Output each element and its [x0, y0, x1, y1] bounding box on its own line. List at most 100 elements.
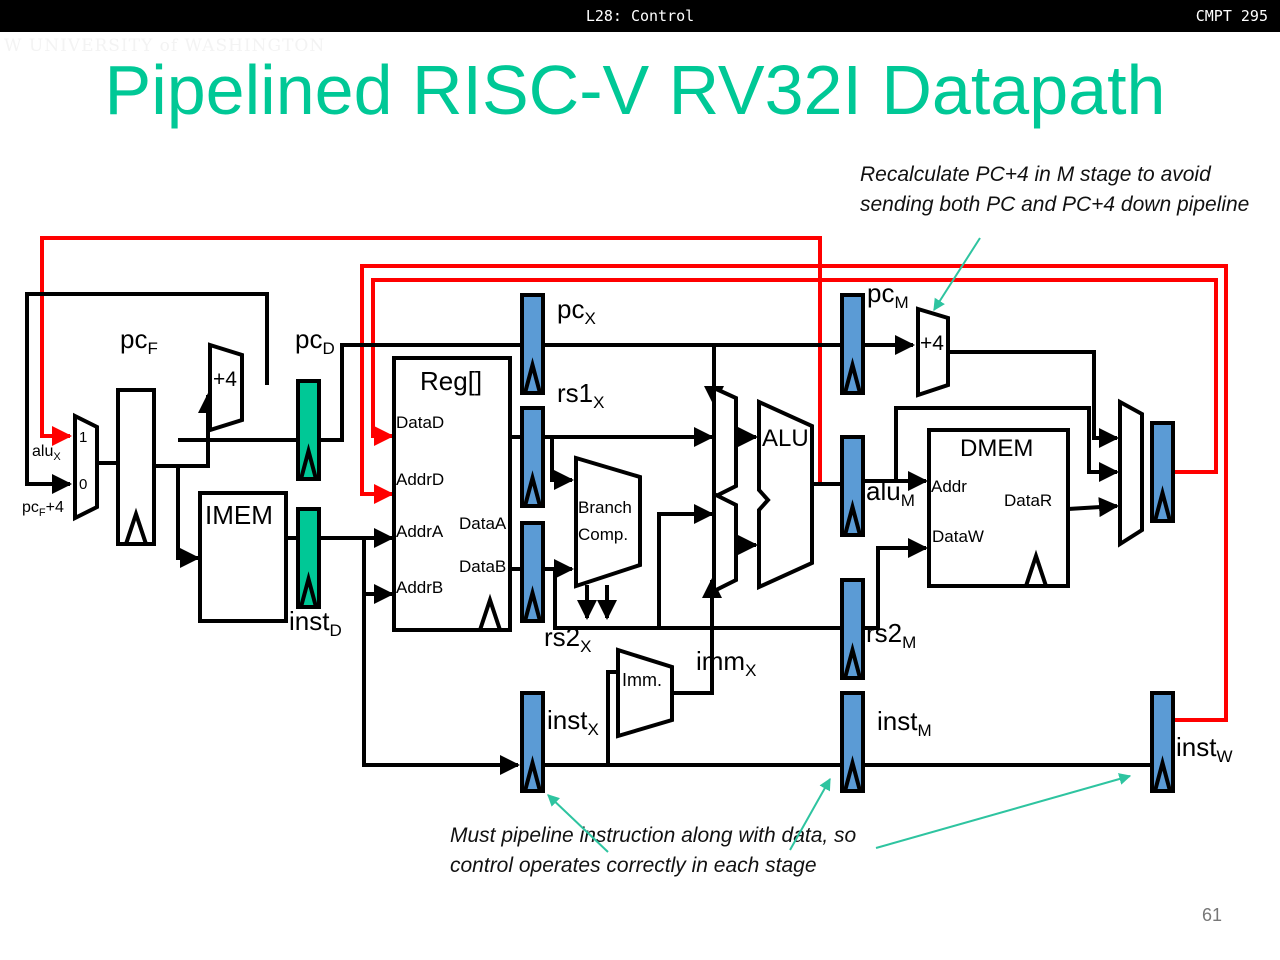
clock-icon [843, 642, 862, 679]
fetch-adder [208, 342, 244, 433]
fetch-adder-label: +4 [213, 368, 237, 391]
course-code: CMPT 295 [1195, 7, 1268, 25]
port-datad: DataD [396, 413, 444, 432]
writeback-addr-wire [360, 264, 1228, 722]
clock-icon [523, 357, 542, 394]
pc-x-register [520, 293, 545, 395]
clock-icon [843, 357, 862, 394]
branch-label: Branch [578, 498, 632, 517]
imm-label: Imm. [622, 670, 662, 690]
rs2-x-register [520, 521, 545, 623]
page-number: 61 [1201, 905, 1222, 925]
mux-input-0-label: 0 [79, 476, 87, 493]
port-addrb: AddrB [396, 578, 443, 597]
label-alu-x: aluX [32, 443, 61, 463]
register-file-label: Reg[] [420, 366, 482, 396]
label-pc-f: pcF [120, 324, 158, 358]
pc-m-register [840, 293, 865, 395]
mux-input-1-label: 1 [79, 429, 87, 446]
clock-icon [124, 507, 148, 545]
dmem-label: DMEM [960, 435, 1033, 462]
alu-block [757, 398, 814, 591]
clock-icon [523, 470, 542, 507]
wb-register [1150, 421, 1175, 523]
label-inst-w: instW [1176, 732, 1233, 766]
port-dataw: DataW [932, 527, 984, 546]
control-wires [40, 236, 1228, 722]
note-line: Must pipeline instruction along with dat… [450, 824, 857, 847]
clock-icon [478, 593, 502, 631]
mem-adder-label: +4 [920, 332, 944, 355]
label-pc-f-plus-4: pcF+4 [22, 499, 64, 519]
writeback-mux [1118, 398, 1144, 548]
annotation-arrows [547, 237, 1132, 853]
label-pc-m: pcM [867, 278, 909, 312]
label-pc-x: pcX [557, 294, 596, 328]
pipeline-registers [296, 293, 1175, 793]
inst-m-register [840, 691, 865, 793]
alu-feedback-wire [40, 236, 822, 484]
label-inst-x: instX [547, 705, 599, 739]
label-inst-m: instM [877, 706, 932, 740]
label-rs1-x: rs1X [557, 378, 604, 412]
arrow-to-mem-adder [933, 237, 981, 312]
clock-icon [1153, 485, 1172, 522]
register-file [392, 356, 512, 632]
writeback-data-wire [371, 278, 1218, 474]
pc-d-register [296, 379, 321, 481]
note-line: control operates correctly in each stage [450, 854, 817, 877]
university-logo: W UNIVERSITY of WASHINGTON [4, 36, 326, 56]
pc-plus-4-note: Recalculate PC+4 in M stage to avoid sen… [860, 160, 1249, 220]
inst-d-register [296, 507, 321, 609]
rs1-x-register [520, 406, 545, 508]
port-addrd: AddrD [396, 470, 444, 489]
pipeline-instruction-note: Must pipeline instruction along with dat… [450, 821, 856, 881]
clock-icon [299, 571, 318, 608]
data-wires [25, 292, 1152, 775]
rs2-m-register [840, 578, 865, 680]
pc-register [116, 388, 156, 546]
arrow-to-inst-w [875, 773, 1132, 849]
comp-label: Comp. [578, 525, 628, 544]
imem-block [198, 491, 288, 623]
label-rs2-m: rs2M [866, 618, 916, 652]
alu-a-mux [712, 384, 738, 501]
label-rs2-x: rs2X [544, 622, 591, 656]
label-pc-d: pcD [295, 324, 335, 358]
pc-select-mux [73, 412, 99, 522]
clock-icon [523, 755, 542, 792]
label-alu-m: aluM [866, 476, 915, 510]
mem-adder [916, 306, 950, 398]
alu-m-register [840, 435, 865, 537]
clock-icon [843, 499, 862, 536]
imm-generator [616, 647, 674, 739]
alu-label: ALU [762, 425, 809, 452]
branch-comparator [574, 455, 642, 589]
port-addr: Addr [931, 477, 967, 496]
inst-x-register [520, 691, 545, 793]
slide-title: Pipelined RISC-V RV32I Datapath [104, 51, 1166, 129]
port-datab: DataB [459, 557, 506, 576]
clock-icon [523, 585, 542, 622]
signal-labels: pcF pcD instD pcX rs1X rs2X immX instX p… [22, 278, 1233, 766]
port-addra: AddrA [396, 522, 444, 541]
dmem-block [927, 428, 1070, 588]
lecture-title: L28: Control [585, 7, 695, 25]
port-dataa: DataA [459, 514, 507, 533]
alu-b-mux [712, 490, 738, 595]
arrow-to-inst-m [789, 777, 831, 851]
arrow-to-inst-x [547, 794, 609, 853]
label-inst-d: instD [289, 606, 342, 640]
top-bar: L28: Control CMPT 295 [0, 0, 1280, 32]
clock-icon [1024, 549, 1048, 587]
note-line: Recalculate PC+4 in M stage to avoid [860, 163, 1211, 186]
inst-w-register [1150, 691, 1175, 793]
clock-icon [843, 755, 862, 792]
label-imm-x: immX [696, 646, 756, 680]
note-line: sending both PC and PC+4 down pipeline [860, 193, 1250, 216]
imem-label: IMEM [205, 500, 273, 530]
clock-icon [299, 443, 318, 480]
clock-icon [1153, 755, 1172, 792]
port-datar: DataR [1004, 491, 1052, 510]
